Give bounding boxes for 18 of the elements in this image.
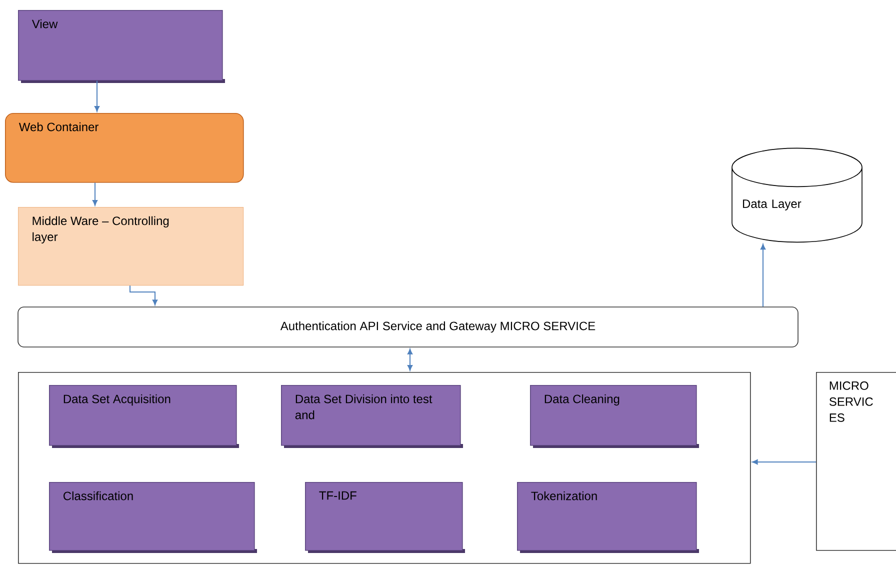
process-box: Tokenization: [517, 482, 699, 553]
arrow: [760, 244, 766, 308]
arrow: [407, 348, 413, 371]
process-box: Data Set Acquisition: [49, 385, 239, 448]
process-box: Data Cleaning: [530, 385, 699, 448]
process-box: Classification: [49, 482, 257, 553]
process-box: View: [18, 10, 225, 83]
container-box: MICRO SERVIC ES: [816, 372, 896, 551]
arrow: [130, 285, 158, 306]
database-cylinder: Data Layer: [732, 148, 862, 243]
arrow: [752, 459, 816, 465]
process-box: TF-IDF: [305, 482, 465, 553]
arrow: [92, 182, 98, 206]
process-box: Data Set Division into test and: [281, 385, 463, 448]
process-box: Middle Ware – Controlling layer: [18, 207, 244, 286]
arrow: [94, 80, 100, 112]
process-box: Web Container: [5, 113, 244, 183]
gateway-box: Authentication API Service and Gateway MICRO SERVICE: [18, 306, 798, 348]
